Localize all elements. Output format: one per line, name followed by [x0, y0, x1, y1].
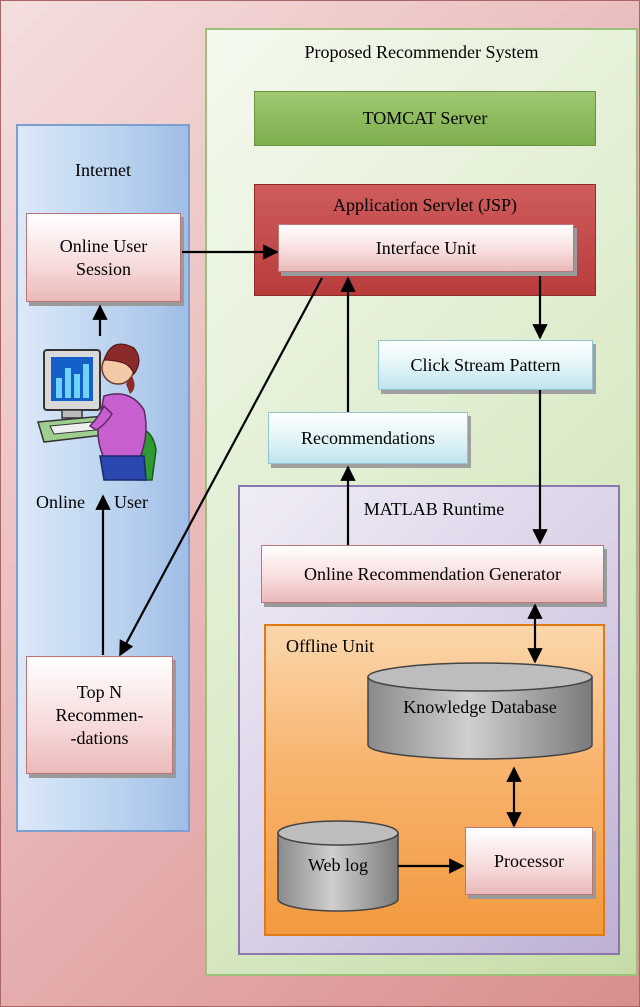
knowledge-database-label: Knowledge Database	[403, 697, 557, 717]
processor-box: Processor	[465, 827, 593, 895]
web-log-label: Web log	[307, 855, 369, 875]
top-n-line-2: Recommen-	[55, 704, 144, 725]
recommendations-box: Recommendations	[268, 412, 468, 464]
tomcat-server-box: TOMCAT Server	[254, 91, 596, 146]
knowledge-database-cylinder	[367, 662, 593, 760]
system-label: Proposed Recommender System	[304, 42, 539, 62]
internet-label: Internet	[75, 160, 131, 180]
online-user-label-left: Online	[36, 492, 85, 512]
top-n-line-3: -dations	[70, 727, 129, 748]
online-user-session-box: Online User Session	[26, 213, 181, 302]
top-n-line-1: Top N	[76, 681, 123, 702]
click-stream-box: Click Stream Pattern	[378, 340, 593, 390]
matlab-label: MATLAB Runtime	[363, 499, 505, 519]
online-user-icon	[37, 343, 157, 481]
arrow-interface-to-topn	[119, 277, 323, 657]
session-line-2: Session	[75, 258, 131, 279]
offline-label: Offline Unit	[286, 636, 375, 656]
session-line-1: Online User	[59, 235, 148, 256]
online-user-label-right: User	[114, 492, 148, 512]
web-log-cylinder	[277, 820, 399, 912]
servlet-label: Application Servlet (JSP)	[333, 195, 517, 215]
top-n-box: Top N Recommen- -dations	[26, 656, 173, 774]
interface-unit-box: Interface Unit	[278, 224, 574, 272]
generator-box: Online Recommendation Generator	[261, 545, 604, 603]
